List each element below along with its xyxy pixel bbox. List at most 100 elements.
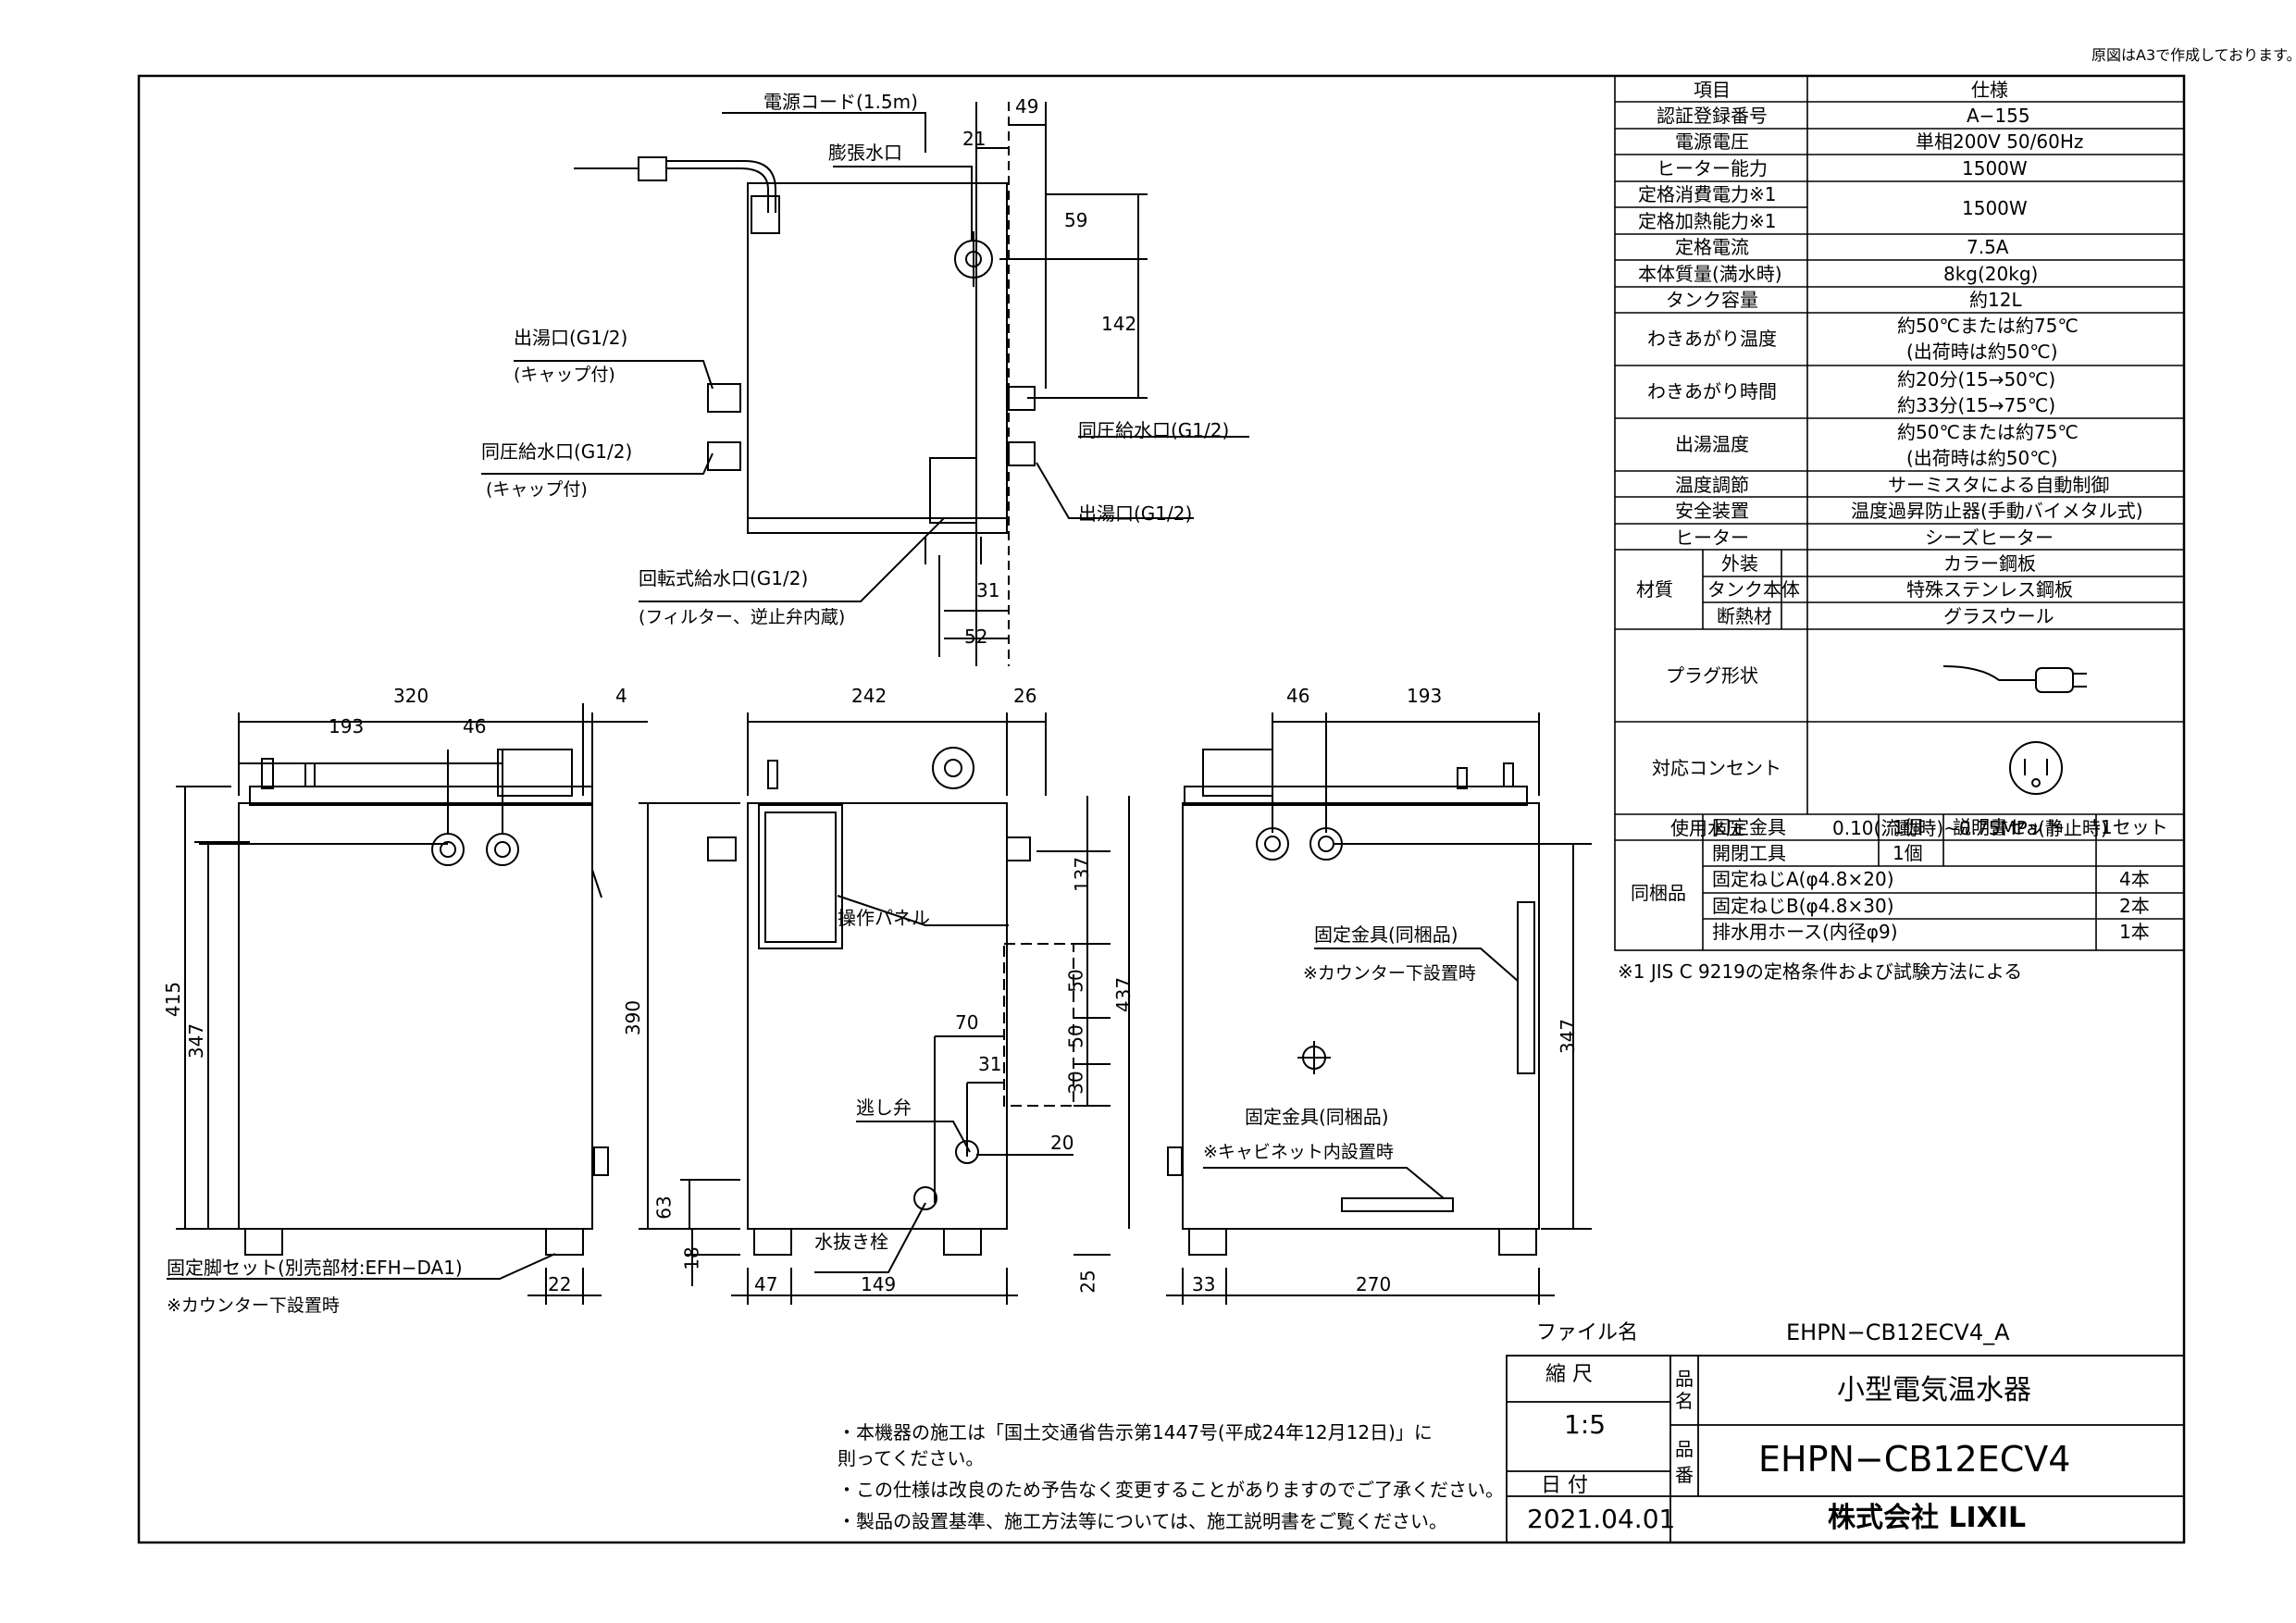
number-label: 品番 (1675, 1438, 1694, 1486)
spec-value: 単相200V 50/60Hz (1916, 130, 2084, 153)
dim-front-18: 18 (680, 1246, 703, 1270)
spec-value: 7.5A (1967, 236, 2009, 258)
label-rotary-note: (フィルター、逆止弁内蔵) (639, 607, 846, 627)
dim-right-46: 46 (1286, 685, 1310, 707)
spec-value: 約20分(15→50℃) (1897, 368, 2056, 390)
included-item: 開閉工具 (1712, 842, 1786, 864)
plug-label: プラグ形状 (1666, 664, 1758, 687)
note-line: ・製品の設置基準、施工方法等については、施工説明書をご覧ください。 (838, 1510, 1447, 1532)
label-bracket-2-note: ※キャビネット内設置時 (1203, 1142, 1394, 1162)
material-value: グラスウール (1943, 605, 2054, 627)
dim-front-149: 149 (861, 1273, 897, 1295)
spec-value: A−155 (1967, 105, 2030, 127)
included-item: 排水用ホース(内径φ9) (1712, 921, 1898, 943)
material-item: タンク本体 (1707, 578, 1800, 601)
dim-front-47: 47 (754, 1273, 778, 1295)
dim-front-242: 242 (851, 685, 887, 707)
label-bracket-1-note: ※カウンター下設置時 (1303, 963, 1476, 984)
dim-right-270: 270 (1356, 1273, 1392, 1295)
included-qty: 1個 (1893, 842, 1923, 864)
material-item: 外装 (1721, 552, 1758, 575)
product-number: EHPN−CB12ECV4 (1758, 1439, 2071, 1480)
included-qty: 4本 (2119, 868, 2150, 890)
spec-item: 定格消費電力※1 (1638, 183, 1777, 205)
spec-value: 8kg(20kg) (1943, 263, 2039, 285)
scale-label: 縮 尺 (1545, 1363, 1593, 1386)
spec-value: 1500W (1962, 197, 2028, 219)
dim-left-347: 347 (185, 1022, 208, 1059)
dim-top-59: 59 (1064, 209, 1088, 231)
dim-front-30: 30 (1064, 1071, 1087, 1095)
spec-item: 温度調節 (1675, 474, 1749, 496)
label-leg-note: ※カウンター下設置時 (167, 1295, 340, 1316)
label-control-panel: 操作パネル (838, 907, 930, 929)
spec-value: 1500W (1962, 157, 2028, 180)
spec-item: ヒーター (1675, 527, 1749, 549)
dim-left-320: 320 (393, 685, 429, 707)
material-item: 断熱材 (1717, 605, 1772, 627)
spec-item: 定格加熱能力※1 (1638, 210, 1777, 232)
spec-header-item: 項目 (1694, 79, 1731, 101)
spec-value: 約50℃または約75℃ (1897, 315, 2079, 337)
file-label: ファイル名 (1536, 1321, 1639, 1344)
dim-front-50b: 50 (1064, 1024, 1087, 1048)
dim-front-390: 390 (622, 999, 645, 1036)
included-qty-2: 1セット (2101, 816, 2168, 838)
spec-value: 約12L (1969, 289, 2022, 311)
dim-top-142: 142 (1101, 313, 1137, 335)
spec-item: 本体質量(満水時) (1638, 263, 1782, 285)
dim-front-50a: 50 (1064, 969, 1087, 993)
included-qty: 1個 (1893, 816, 1923, 838)
dim-left-4: 4 (615, 685, 627, 707)
dim-top-49: 49 (1015, 95, 1039, 118)
material-value: カラー鋼板 (1943, 552, 2036, 575)
dim-left-46: 46 (463, 715, 487, 737)
dim-front-70: 70 (955, 1011, 979, 1034)
spec-item: 認証登録番号 (1657, 105, 1768, 127)
included-label: 同梱品 (1631, 882, 1686, 904)
plug-icon (1942, 665, 2087, 693)
label-cap-2: (キャップ付) (486, 479, 588, 500)
dim-top-31: 31 (976, 579, 1000, 601)
outlet-label: 対応コンセント (1652, 757, 1781, 779)
spec-value: 温度過昇防止器(手動バイメタル式) (1851, 500, 2143, 522)
spec-item: 出湯温度 (1675, 433, 1749, 455)
title-block-grid (1506, 1355, 2185, 1543)
included-item-2: 説明書セット (1953, 816, 2064, 838)
label-rotary-inlet: 回転式給水口(G1/2) (639, 567, 809, 589)
label-drain-plug: 水抜き栓 (814, 1231, 888, 1253)
included-item: 固定ねじB(φ4.8×30) (1712, 895, 1894, 917)
label-inlet-right: 同圧給水口(G1/2) (1078, 419, 1230, 441)
spec-item: タンク容量 (1666, 289, 1758, 311)
label-expansion-port: 膨張水口 (828, 142, 902, 164)
spec-item: ヒーター能力 (1657, 157, 1768, 180)
left-view (167, 703, 648, 1305)
material-label: 材質 (1636, 578, 1673, 601)
spec-value-2: (出荷時は約50℃) (1906, 341, 2058, 363)
dim-right-347: 347 (1557, 1018, 1580, 1055)
header-note: 原図はA3で作成しております。 (2091, 46, 2296, 64)
dim-left-193: 193 (329, 715, 365, 737)
label-relief-valve: 逃し弁 (856, 1096, 912, 1119)
note-line: ・本機器の施工は「国土交通省告示第1447号(平成24年12月12日)」に (838, 1421, 1433, 1443)
dim-top-21: 21 (962, 128, 987, 150)
dim-front-437: 437 (1112, 976, 1136, 1013)
pressure-value: 0.10(流動時)~0.75MPa(静止時) (1832, 817, 2108, 839)
spec-header-spec: 仕様 (1971, 79, 2008, 101)
dim-front-137: 137 (1071, 856, 1094, 893)
label-bracket-2: 固定金具(同梱品) (1245, 1106, 1389, 1128)
label-cap-1: (キャップ付) (514, 365, 615, 385)
included-item: 固定金具 (1712, 816, 1786, 838)
spec-footnote: ※1 JIS C 9219の定格条件および試験方法による (1618, 960, 2023, 983)
top-view (481, 102, 1249, 666)
outlet-icon (2009, 741, 2063, 795)
spec-item: わきあがり時間 (1647, 380, 1777, 403)
spec-value-2: 約33分(15→75℃) (1897, 394, 2056, 416)
dim-front-31: 31 (978, 1053, 1002, 1075)
note-line: 則ってください。 (838, 1447, 985, 1469)
dim-front-20: 20 (1050, 1132, 1074, 1154)
material-value: 特殊ステンレス鋼板 (1906, 578, 2073, 601)
note-line: ・この仕様は改良のため予告なく変更することがありますのでご了承ください。 (838, 1479, 1504, 1501)
right-view (199, 712, 1592, 1305)
scale-value: 1:5 (1564, 1409, 1607, 1440)
